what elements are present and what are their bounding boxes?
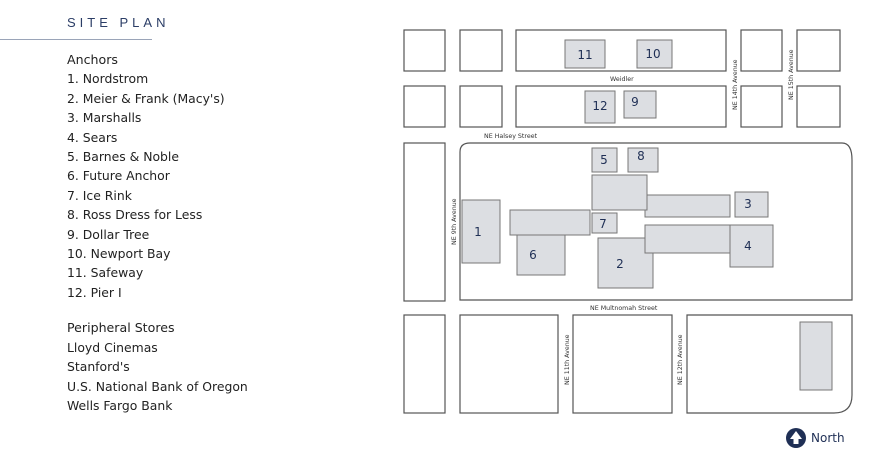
building-10 [636, 39, 673, 69]
city-block [572, 314, 673, 414]
street-label-9th: NE 9th Avenue [451, 198, 458, 245]
legend-item: 6. Future Anchor [67, 168, 170, 184]
title-divider [0, 39, 152, 40]
legend-item: 1. Nordstrom [67, 71, 149, 87]
building-number: 5 [600, 153, 608, 167]
street-label-multnomah: NE Multnomah Street [590, 305, 658, 312]
building-5 [591, 147, 618, 173]
mall-wing [591, 174, 648, 211]
mall-wing [644, 194, 731, 218]
building-number: 11 [577, 48, 592, 62]
legend-item: Stanford's [67, 359, 130, 375]
legend-item: 11. Safeway [67, 265, 144, 281]
street-label-weidler: Weidler [610, 76, 634, 83]
city-block [403, 314, 446, 414]
street-label-12th: NE 12th Avenue [677, 334, 684, 385]
city-block [796, 29, 841, 72]
city-block [740, 29, 783, 72]
legend-item: Lloyd Cinemas [67, 339, 158, 355]
city-block [515, 29, 727, 72]
legend: Anchors 1. Nordstrom 2. Meier & Frank (M… [67, 50, 248, 415]
legend-item: 10. Newport Bay [67, 246, 171, 262]
city-block [459, 29, 503, 72]
city-block [403, 85, 446, 128]
building-3 [734, 191, 769, 218]
street-label-15th: NE 15th Avenue [788, 49, 795, 100]
mall-wing [509, 209, 591, 236]
building-12 [584, 90, 616, 124]
city-block [459, 314, 559, 414]
building-number: 3 [744, 197, 752, 211]
building-9 [623, 90, 657, 119]
building-11 [564, 39, 606, 69]
city-block [403, 142, 446, 302]
peripheral-building [799, 321, 833, 391]
building-8 [627, 147, 659, 173]
legend-item: 5. Barnes & Noble [67, 149, 179, 165]
north-indicator: North [785, 427, 845, 449]
street-label-14th: NE 14th Avenue [732, 59, 739, 110]
building-2 [597, 237, 654, 289]
city-block [515, 85, 727, 128]
peripheral-heading: Peripheral Stores [67, 320, 175, 336]
building-4 [729, 224, 774, 268]
building-number: 6 [529, 248, 537, 262]
building-number: 1 [474, 225, 482, 239]
building-6 [516, 234, 566, 276]
legend-item: 12. Pier I [67, 284, 122, 300]
legend-item: 4. Sears [67, 129, 118, 145]
city-block [796, 85, 841, 128]
city-block [740, 85, 783, 128]
legend-item: 2. Meier & Frank (Macy's) [67, 90, 225, 106]
city-block [459, 85, 503, 128]
building-number: 2 [616, 257, 624, 271]
anchors-heading: Anchors [67, 52, 118, 67]
building-number: 7 [599, 217, 607, 231]
north-label: North [811, 431, 845, 445]
legend-item: Wells Fargo Bank [67, 397, 173, 413]
building-number: 9 [631, 95, 639, 109]
building-number: 10 [645, 47, 660, 61]
street-label-halsey: NE Halsey Street [484, 133, 538, 140]
legend-item: 9. Dollar Tree [67, 226, 150, 242]
legend-item: 3. Marshalls [67, 110, 142, 126]
north-arrow-icon [786, 428, 806, 448]
legend-item: U.S. National Bank of Oregon [67, 378, 248, 394]
building-number: 12 [592, 99, 607, 113]
building-7 [591, 212, 618, 234]
building-number: 4 [744, 239, 752, 253]
mall-wing [644, 224, 731, 254]
page-title: SITE PLAN [67, 15, 170, 30]
building-number: 8 [637, 149, 645, 163]
site-map: Weidler NE Halsey Street NE Multnomah St… [403, 29, 853, 414]
legend-item: 7. Ice Rink [67, 187, 132, 203]
city-block [403, 29, 446, 72]
legend-item: 8. Ross Dress for Less [67, 207, 203, 223]
building-1 [461, 199, 501, 264]
street-label-11th: NE 11th Avenue [564, 334, 571, 385]
